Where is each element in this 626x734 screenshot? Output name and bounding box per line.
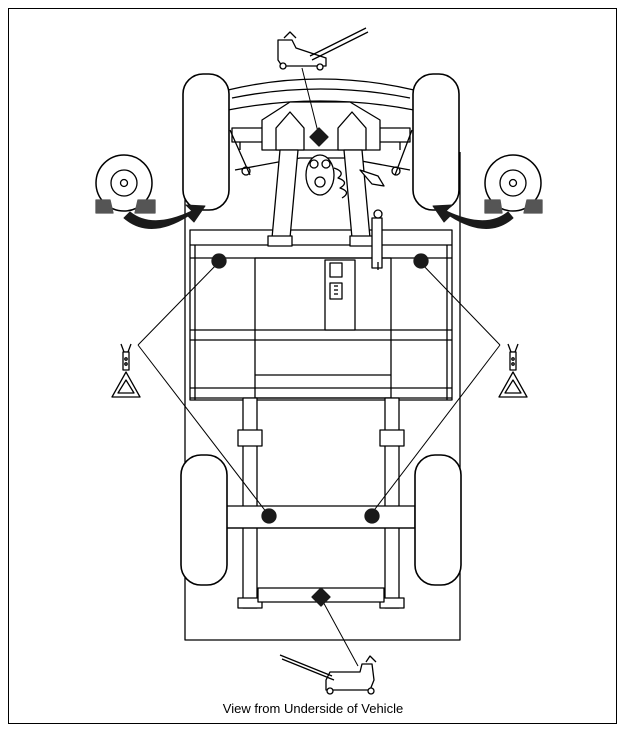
rear-right-wheel — [414, 454, 462, 586]
circle-support-point-icon — [211, 253, 429, 524]
jack-stand-icon — [498, 343, 528, 398]
wheel-chock-icon — [484, 154, 543, 214]
curved-arrow-icon — [123, 204, 206, 229]
diamond-lift-point-icon — [309, 127, 331, 607]
diagram-caption: View from Underside of Vehicle — [222, 701, 404, 716]
wheel-chock-icon — [95, 154, 156, 214]
leader-lines — [137, 67, 501, 667]
jack-stand-icon — [111, 343, 141, 398]
rear-left-wheel — [180, 454, 228, 586]
front-right-wheel — [412, 73, 460, 211]
floor-jack-icon — [277, 27, 369, 71]
floor-jack-icon — [279, 654, 377, 695]
front-left-wheel — [182, 73, 230, 211]
curved-arrow-icon — [432, 204, 514, 229]
